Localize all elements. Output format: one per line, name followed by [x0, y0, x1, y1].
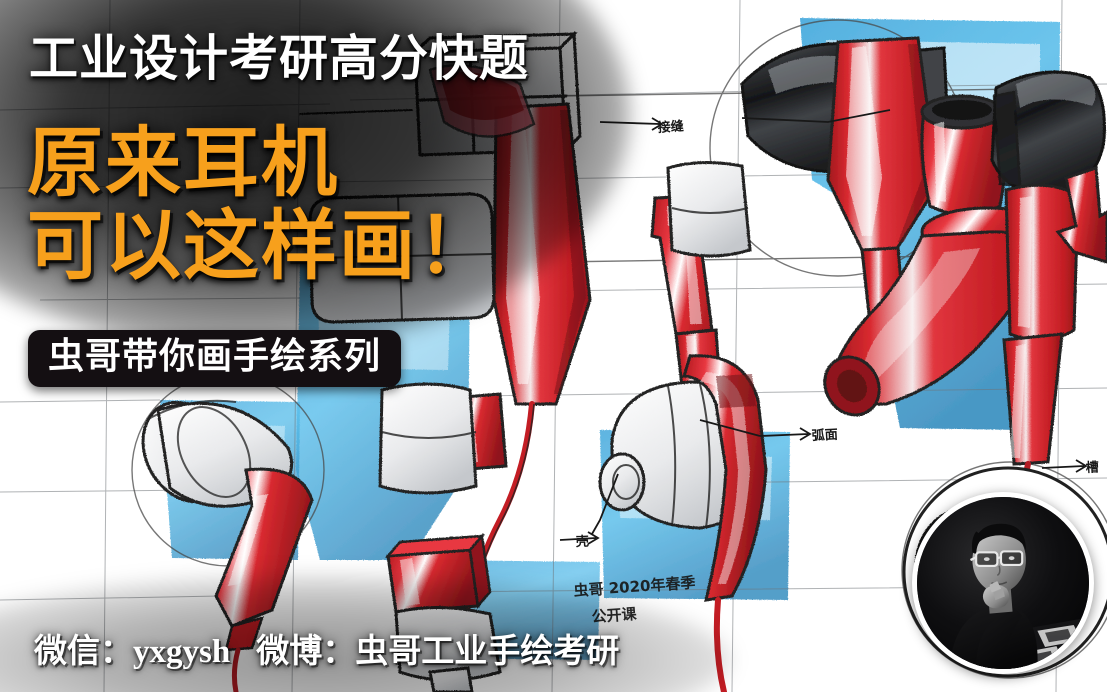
title-line-2: 可以这样画！: [27, 201, 495, 290]
weibo-handle: 虫哥工业手绘考研: [355, 631, 620, 670]
svg-text:槽: 槽: [1085, 459, 1099, 476]
svg-text:壳: 壳: [575, 534, 590, 550]
series-badge-label: 虫哥带你画手绘系列: [48, 336, 382, 377]
headline-text: 工业设计考研高分快题: [29, 30, 530, 87]
series-badge: 虫哥带你画手绘系列: [28, 330, 402, 387]
svg-text:弧面: 弧面: [811, 427, 838, 444]
avatar: [912, 492, 1094, 674]
title-line-1: 原来耳机: [27, 118, 339, 207]
wechat-label: 微信：: [34, 631, 133, 670]
wechat-handle: yxgysh: [133, 634, 231, 670]
footer-contact: 微信：yxgysh 微博：虫哥工业手绘考研: [34, 634, 619, 669]
svg-text:接缝: 接缝: [657, 118, 684, 136]
weibo-label: 微博：: [256, 631, 356, 670]
svg-text:公开课: 公开课: [591, 605, 638, 626]
